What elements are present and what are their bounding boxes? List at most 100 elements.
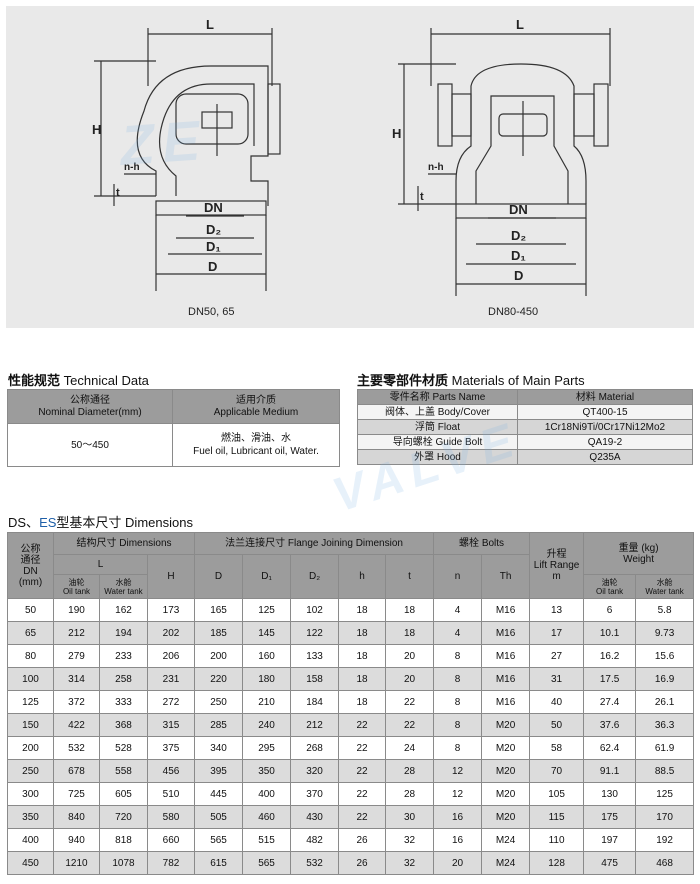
header-applicable-medium: 适用介质 Applicable Medium bbox=[172, 389, 340, 424]
table-cell: 9.73 bbox=[635, 621, 695, 645]
table-cell: 395 bbox=[194, 759, 244, 783]
materials-table: 零件名称 Parts Name 材料 Material 阀体、上盖 Body/C… bbox=[357, 389, 693, 465]
table-cell: 505 bbox=[194, 805, 244, 829]
table-cell: M24 bbox=[481, 828, 531, 852]
table-cell: 720 bbox=[99, 805, 148, 829]
table-cell: 158 bbox=[290, 667, 340, 691]
label-nh-right: n-h bbox=[428, 162, 444, 173]
table-cell: 180 bbox=[242, 667, 292, 691]
table-cell: 368 bbox=[99, 713, 148, 737]
header-h: h bbox=[338, 554, 387, 599]
table-cell: 315 bbox=[146, 713, 196, 737]
table-cell: 17 bbox=[529, 621, 585, 645]
left-drawing-caption: DN50, 65 bbox=[188, 306, 235, 318]
header-weight: 重量 (kg) Weight bbox=[583, 532, 695, 575]
table-cell: 100 bbox=[7, 667, 54, 691]
label-D1-right: D₁ bbox=[511, 248, 526, 263]
table-cell: M16 bbox=[481, 598, 531, 622]
table-cell: 350 bbox=[7, 805, 54, 829]
table-cell: 202 bbox=[146, 621, 196, 645]
table-cell: 565 bbox=[194, 828, 244, 852]
header-D2: D₂ bbox=[290, 554, 340, 599]
table-cell: 185 bbox=[194, 621, 244, 645]
table-cell: M20 bbox=[481, 759, 531, 783]
table-cell: 456 bbox=[146, 759, 196, 783]
header-H: H bbox=[146, 554, 196, 599]
header-n: n bbox=[433, 554, 483, 599]
table-cell: 20 bbox=[433, 851, 483, 875]
table-cell: 80 bbox=[7, 644, 54, 668]
table-cell: 22 bbox=[385, 713, 435, 737]
table-cell: 4 bbox=[433, 598, 483, 622]
table-cell: 18 bbox=[385, 621, 435, 645]
table-cell: 340 bbox=[194, 736, 244, 760]
table-cell: M16 bbox=[481, 667, 531, 691]
label-D1-left: D₁ bbox=[206, 239, 221, 254]
table-cell: 212 bbox=[53, 621, 100, 645]
table-cell: 37.6 bbox=[583, 713, 637, 737]
header-lift-range: 升程 Lift Range m bbox=[529, 532, 585, 599]
table-cell: 285 bbox=[194, 713, 244, 737]
table-cell: 279 bbox=[53, 644, 100, 668]
table-cell: 128 bbox=[529, 851, 585, 875]
table-cell: 430 bbox=[290, 805, 340, 829]
label-D-right: D bbox=[514, 268, 523, 283]
label-nh-left: n-h bbox=[124, 162, 140, 173]
table-cell: 515 bbox=[242, 828, 292, 852]
table-cell: 125 bbox=[7, 690, 54, 714]
table-cell: 26.1 bbox=[635, 690, 695, 714]
table-cell: 18 bbox=[338, 598, 387, 622]
material-row: 外罩 Hood Q235A bbox=[357, 449, 693, 465]
table-cell: 91.1 bbox=[583, 759, 637, 783]
table-cell: 1210 bbox=[53, 851, 100, 875]
table-cell: 50 bbox=[7, 598, 54, 622]
table-cell: 26 bbox=[338, 851, 387, 875]
table-cell: 8 bbox=[433, 667, 483, 691]
table-cell: 1078 bbox=[99, 851, 148, 875]
table-cell: 32 bbox=[385, 828, 435, 852]
table-cell: M20 bbox=[481, 713, 531, 737]
table-cell: 206 bbox=[146, 644, 196, 668]
table-cell: 528 bbox=[99, 736, 148, 760]
table-cell: 173 bbox=[146, 598, 196, 622]
table-cell: 22 bbox=[338, 736, 387, 760]
material-row: 阀体、上盖 Body/Cover QT400-15 bbox=[357, 404, 693, 420]
label-t-left: t bbox=[116, 187, 120, 199]
table-cell: M20 bbox=[481, 736, 531, 760]
header-structure-dimensions: 结构尺寸 Dimensions bbox=[52, 532, 196, 555]
table-cell: 400 bbox=[242, 782, 292, 806]
table-cell: 400 bbox=[7, 828, 54, 852]
material-row: 浮筒 Float 1Cr18Ni9Ti/0Cr17Ni12Mo2 bbox=[357, 419, 693, 435]
label-DN-right: DN bbox=[509, 202, 528, 217]
table-cell: 18 bbox=[338, 621, 387, 645]
table-cell: 320 bbox=[290, 759, 340, 783]
table-cell: 450 bbox=[7, 851, 54, 875]
table-cell: 782 bbox=[146, 851, 196, 875]
table-cell: 170 bbox=[635, 805, 695, 829]
label-L-right: L bbox=[516, 17, 524, 32]
header-D: D bbox=[194, 554, 244, 599]
table-cell: M16 bbox=[481, 690, 531, 714]
table-cell: 510 bbox=[146, 782, 196, 806]
table-cell: 272 bbox=[146, 690, 196, 714]
table-cell: 22 bbox=[338, 759, 387, 783]
technical-data-title: 性能规范 Technical Data bbox=[8, 373, 149, 388]
table-cell: 102 bbox=[290, 598, 340, 622]
label-D2-left: D₂ bbox=[206, 222, 221, 237]
table-cell: 22 bbox=[385, 690, 435, 714]
table-cell: 250 bbox=[7, 759, 54, 783]
table-cell: 333 bbox=[99, 690, 148, 714]
table-cell: 375 bbox=[146, 736, 196, 760]
technical-data-table: 公称通径 Nominal Diameter(mm) 适用介质 Applicabl… bbox=[7, 389, 340, 467]
table-cell: 422 bbox=[53, 713, 100, 737]
